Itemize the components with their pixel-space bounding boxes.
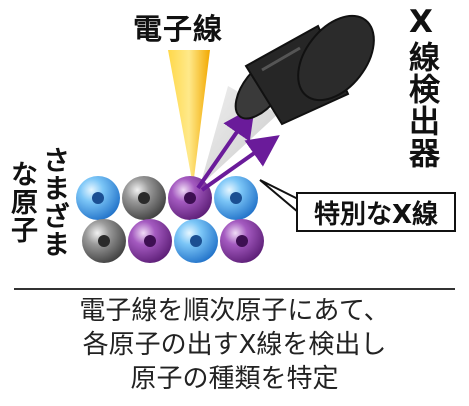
characteristic-xray-callout: 特別なX線	[296, 192, 456, 232]
xray-arrow	[196, 106, 255, 190]
atom-purple	[168, 176, 212, 220]
electron-beam-label: 電子線	[133, 12, 224, 46]
various-atoms-label-col1: さまざま	[38, 146, 69, 258]
caption: 電子線を順次原子にあて、 各原子の出すX線を検出し 原子の種類を特定	[0, 294, 469, 396]
xray-arrow	[200, 135, 280, 192]
various-atoms-label-col2: な原子	[6, 160, 37, 244]
caption-line-2: 各原子の出すX線を検出し	[82, 330, 387, 360]
xray-detector	[234, 14, 375, 126]
divider	[14, 288, 455, 290]
atom-blue	[214, 176, 258, 220]
atom-gray	[82, 219, 126, 263]
atom-gray	[122, 176, 166, 220]
atom-row-back	[76, 176, 258, 220]
atom-row-front	[82, 219, 264, 263]
xray-detector-label: X線検出器	[403, 4, 439, 169]
atom-purple	[128, 219, 172, 263]
caption-line-1: 電子線を順次原子にあて、	[79, 296, 390, 326]
atom-blue	[174, 219, 218, 263]
atom-blue	[76, 176, 120, 220]
electron-beam	[168, 50, 210, 186]
characteristic-xray-label: 特別なX線	[313, 199, 439, 230]
atom-purple	[220, 219, 264, 263]
caption-line-3: 原子の種類を特定	[130, 364, 339, 394]
